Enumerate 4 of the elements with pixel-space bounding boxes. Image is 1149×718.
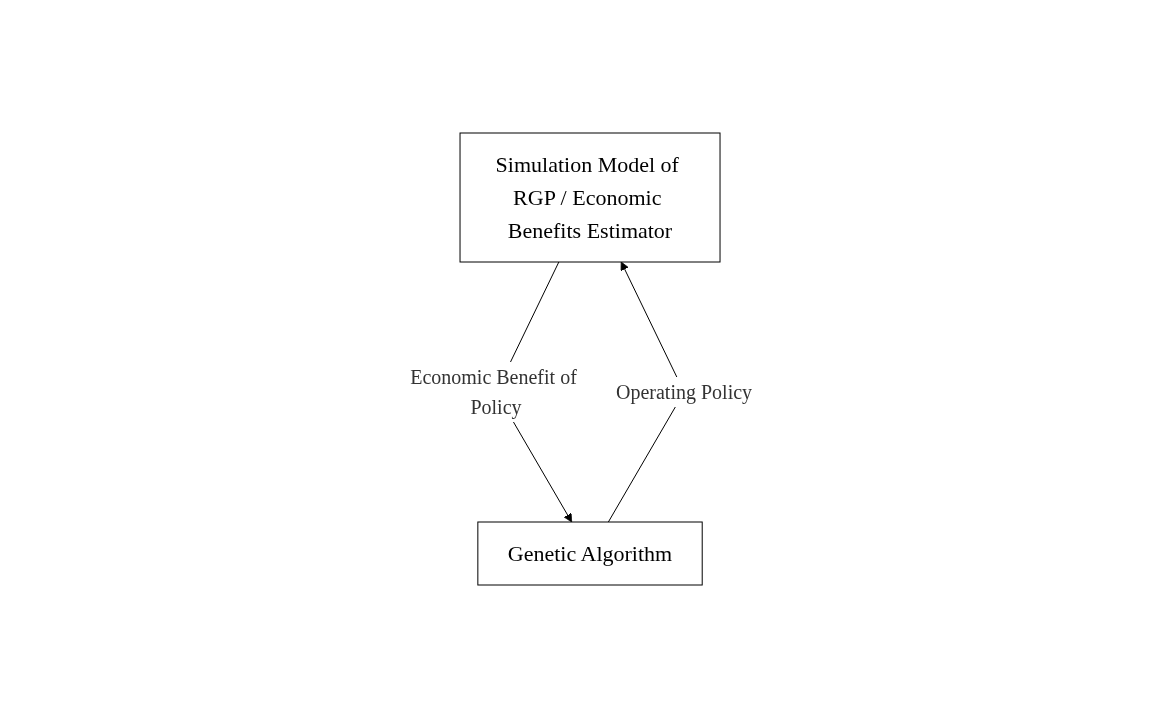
node-box: Genetic Algorithm: [477, 521, 704, 586]
node-box: Simulation Model of RGP / Economic Benefits Estimator: [460, 132, 721, 263]
edge-label: Economic Benefit of Policy: [410, 366, 578, 418]
edge-label: Operating Policy: [616, 381, 753, 403]
